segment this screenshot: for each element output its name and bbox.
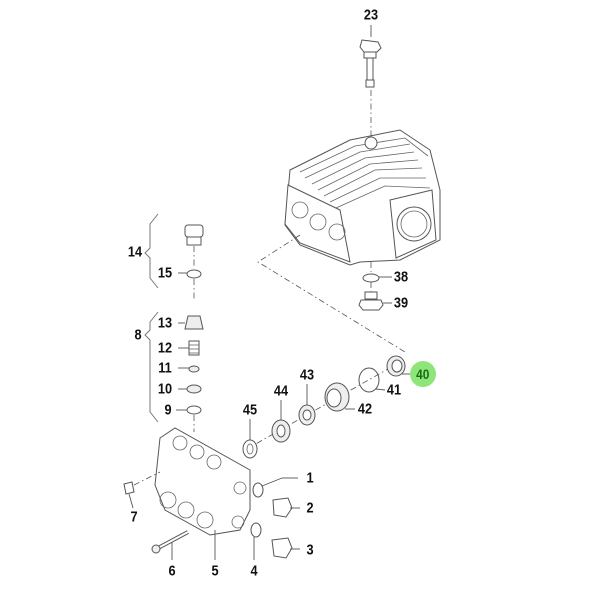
assembly-guide-line — [257, 234, 406, 353]
part-38-oring[interactable] — [362, 273, 392, 283]
part-10-valve-seat[interactable] — [178, 384, 202, 394]
callout-1[interactable]: 1 — [306, 469, 314, 487]
part-23-dipstick[interactable] — [359, 25, 382, 140]
callout-15[interactable]: 15 — [157, 264, 173, 282]
part-40-seal[interactable] — [386, 355, 410, 377]
callout-44[interactable]: 44 — [273, 382, 289, 400]
part-7-plug[interactable] — [123, 471, 161, 509]
callout-23[interactable]: 23 — [363, 6, 379, 24]
callout-2[interactable]: 2 — [306, 499, 314, 517]
part-15-oring[interactable] — [178, 269, 202, 300]
part-14-plug[interactable] — [184, 224, 204, 268]
group-14-brace — [144, 213, 159, 289]
callout-10[interactable]: 10 — [157, 380, 173, 398]
callout-3[interactable]: 3 — [306, 541, 314, 559]
callout-8[interactable]: 8 — [134, 326, 142, 344]
callout-45[interactable]: 45 — [242, 401, 258, 419]
part-43-seal[interactable] — [298, 384, 316, 426]
part-1-oring[interactable] — [252, 477, 298, 498]
callout-43[interactable]: 43 — [299, 366, 315, 384]
callout-7[interactable]: 7 — [130, 508, 138, 526]
part-44-seal[interactable] — [271, 400, 291, 443]
part-9-oring[interactable] — [176, 405, 202, 432]
callout-40-text: 40 — [416, 366, 430, 382]
crankcase-housing — [284, 129, 441, 272]
callout-12[interactable]: 12 — [157, 339, 173, 357]
part-45-retainer[interactable] — [242, 419, 258, 459]
seal-axis-line — [244, 364, 396, 451]
part-4-oring[interactable] — [250, 522, 262, 560]
callout-42[interactable]: 42 — [357, 400, 373, 418]
callout-11[interactable]: 11 — [158, 359, 172, 377]
part-5-manifold[interactable] — [154, 427, 251, 560]
part-42-bearing[interactable] — [324, 382, 355, 412]
part-3-plug[interactable] — [271, 537, 300, 559]
callout-13[interactable]: 13 — [157, 314, 173, 332]
callout-14[interactable]: 14 — [127, 243, 143, 261]
part-2-plug[interactable] — [272, 497, 300, 518]
part-12-spring[interactable] — [178, 340, 200, 356]
callout-39[interactable]: 39 — [393, 294, 409, 312]
callout-5[interactable]: 5 — [211, 562, 219, 580]
callout-40-highlighted[interactable]: 40 — [410, 361, 436, 387]
part-13-valve-cage[interactable] — [178, 315, 204, 330]
group-8-brace — [144, 311, 159, 423]
part-41-oring[interactable] — [358, 367, 386, 393]
part-39-drain-plug[interactable] — [358, 282, 392, 311]
callout-41[interactable]: 41 — [386, 381, 402, 399]
part-6-bolt[interactable] — [151, 530, 189, 560]
part-11-valve-plate[interactable] — [178, 365, 200, 373]
callout-4[interactable]: 4 — [250, 562, 258, 580]
callout-6[interactable]: 6 — [168, 562, 176, 580]
callout-9[interactable]: 9 — [164, 401, 172, 419]
callout-38[interactable]: 38 — [393, 268, 409, 286]
